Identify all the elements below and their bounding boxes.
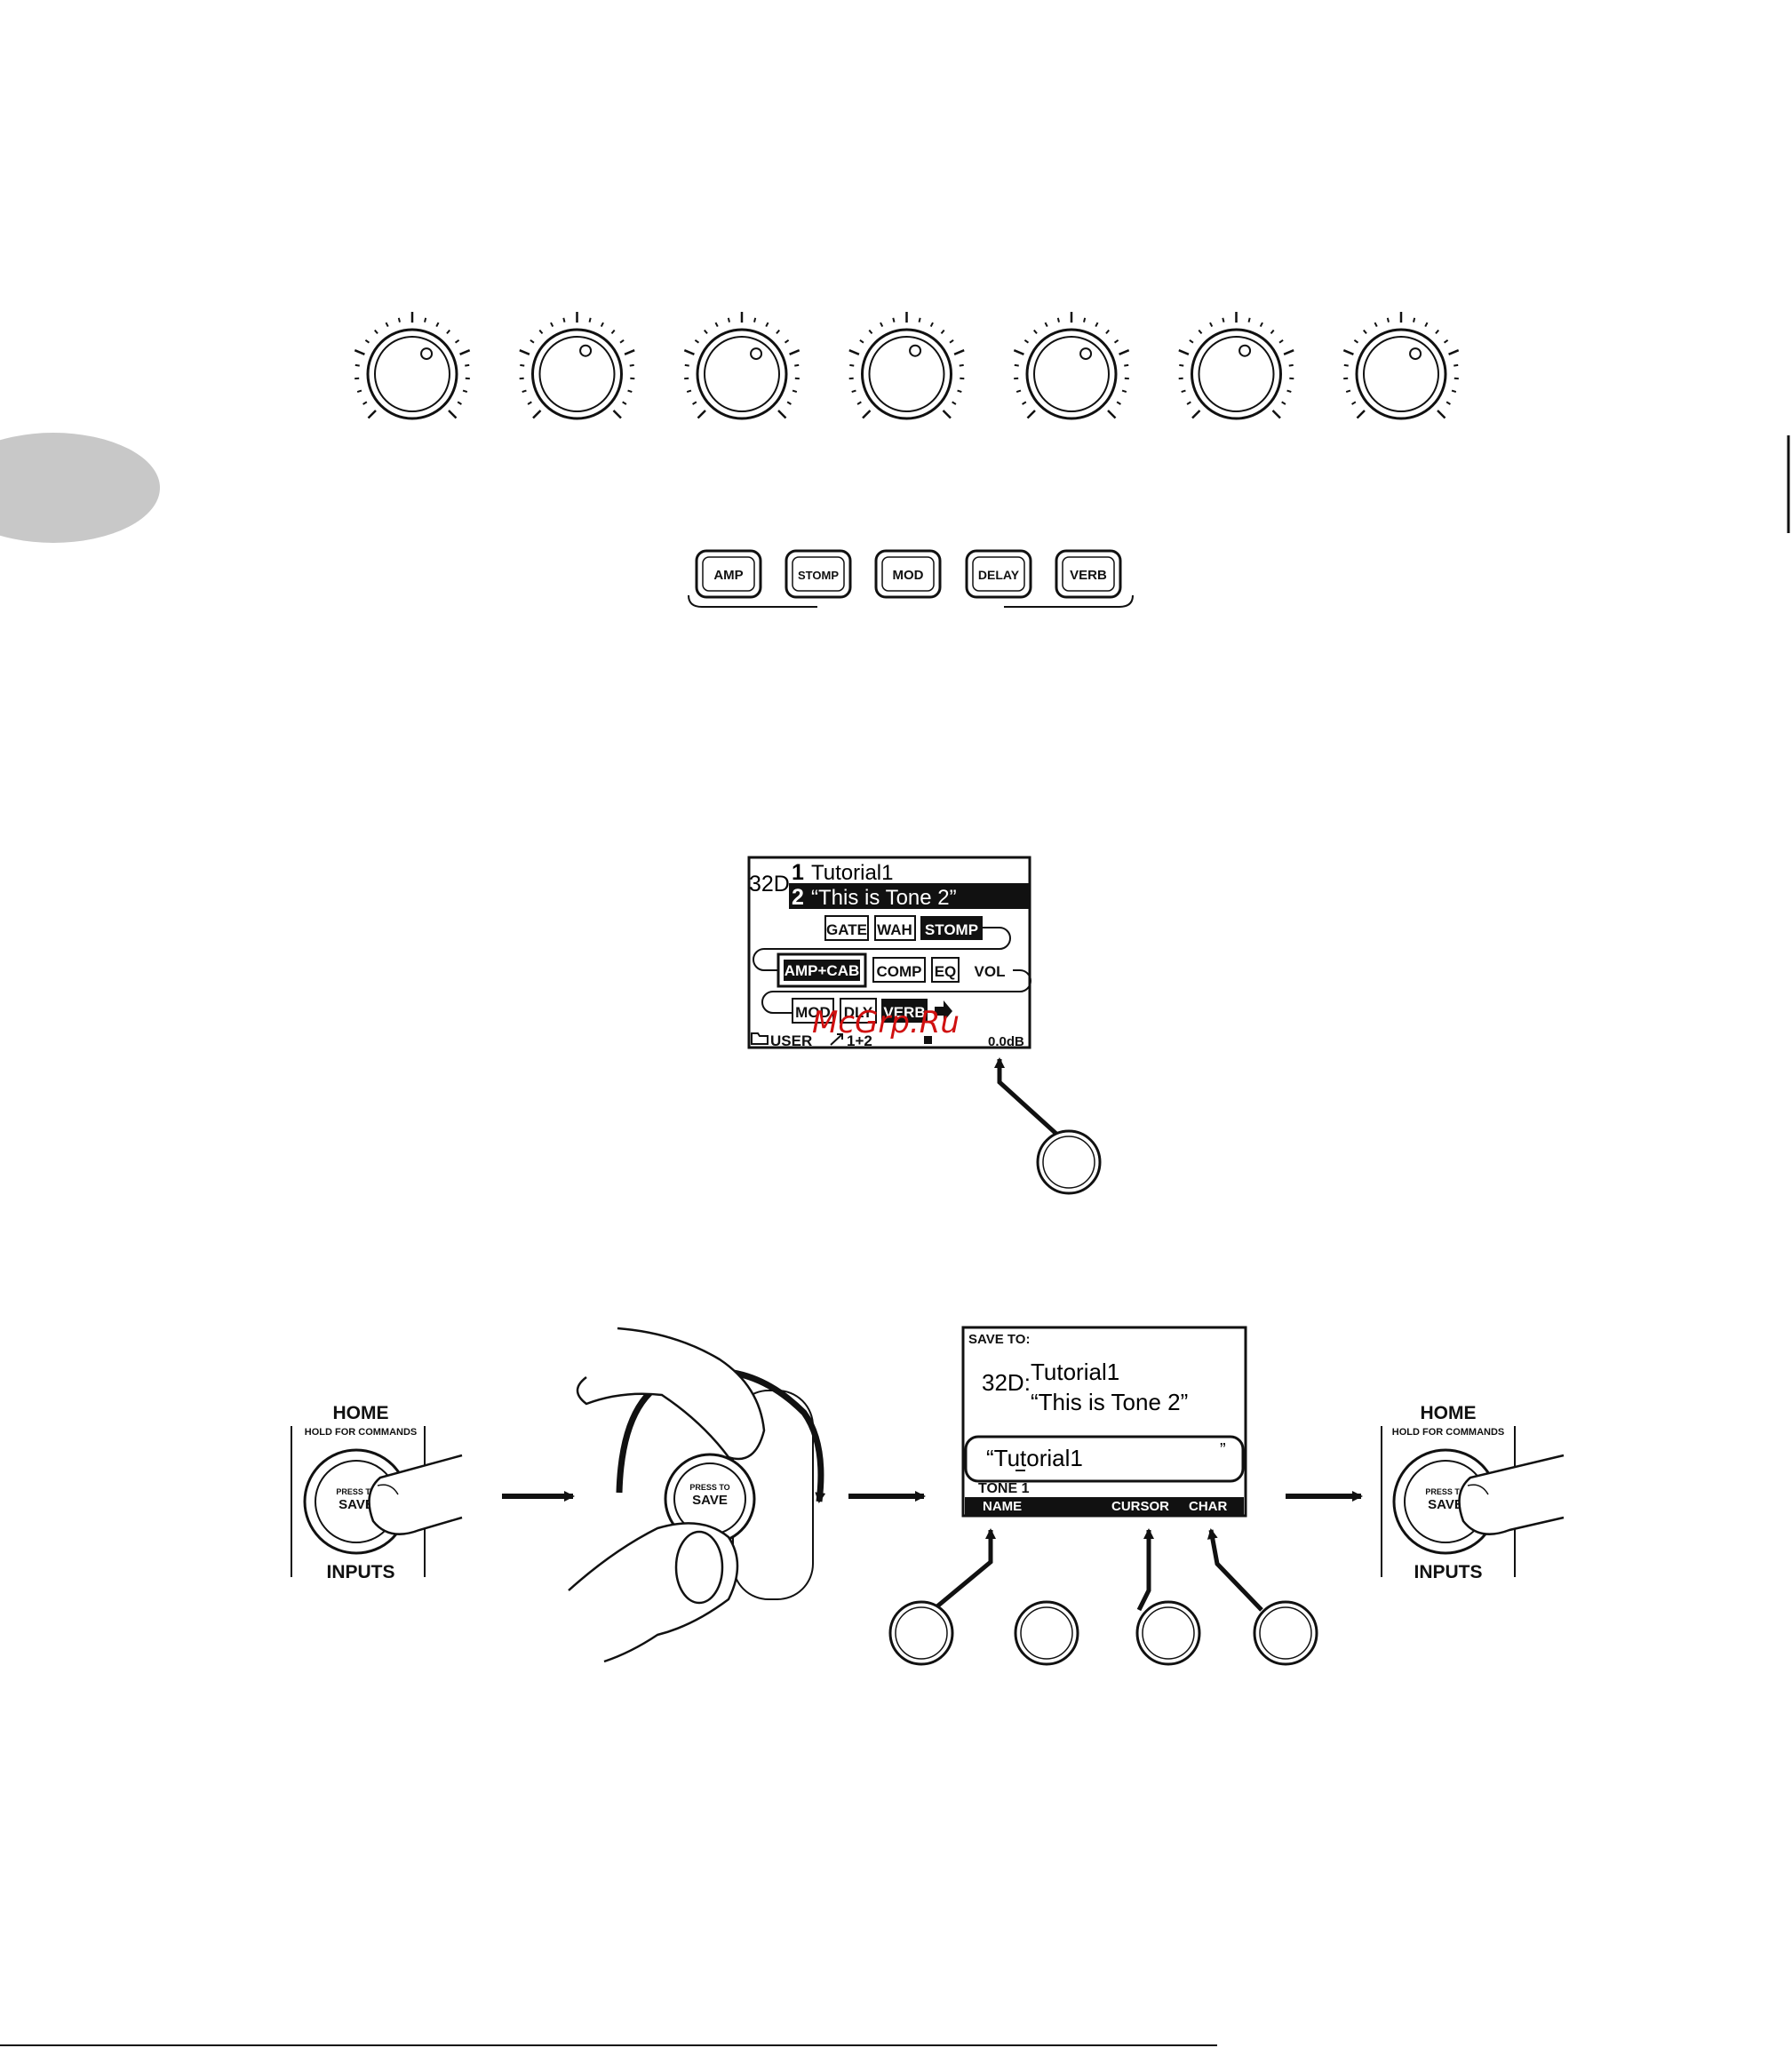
lcd-routing-label: 1+2 — [847, 1032, 872, 1049]
press-to-right: PRESS TO — [1425, 1487, 1465, 1496]
lcd-chain-arrow-icon — [935, 1000, 952, 1022]
softkey-knob-2[interactable] — [1014, 1600, 1079, 1666]
lcd-block-wah: WAH — [877, 921, 912, 938]
folder-icon — [751, 1032, 769, 1045]
pointer-knob-lcd1[interactable] — [1036, 1129, 1102, 1195]
lcd-block-mod: MOD — [795, 1004, 831, 1021]
softkey-char: CHAR — [1189, 1499, 1227, 1514]
lcd-preset-number: 32D — [749, 872, 790, 896]
stomp-button[interactable]: STOMP — [784, 549, 852, 599]
watermark: McGrp.Ru — [812, 1005, 960, 1040]
control-knob[interactable] — [1178, 312, 1294, 420]
inputs-label-left: INPUTS — [326, 1562, 394, 1582]
save-label-knob: SAVE — [692, 1493, 728, 1508]
routing-icon — [830, 1033, 843, 1046]
verb-button-label: VERB — [1070, 568, 1107, 583]
tone-label: TONE 1 — [978, 1481, 1030, 1496]
lcd-block-stomp: STOMP — [925, 921, 978, 938]
lcd-block-verb: VERB — [883, 1004, 925, 1021]
save-line1: Tutorial1 — [1031, 1359, 1119, 1385]
softkey-cursor: CURSOR — [1111, 1499, 1169, 1514]
delay-button[interactable]: DELAY — [965, 549, 1032, 599]
lcd-block-ampcab: AMP+CAB — [784, 962, 860, 979]
lcd-bank-label: USER — [770, 1032, 812, 1049]
knob-indicator-dot — [420, 347, 434, 361]
pointer-line-char — [1207, 1528, 1263, 1612]
save-preset-number: 32D: — [982, 1369, 1031, 1396]
knob-indicator-dot — [1079, 347, 1093, 361]
control-knob[interactable] — [354, 312, 471, 420]
pointer-line-cursor — [1136, 1528, 1154, 1612]
name-input-value: “Tutorial1 — [986, 1445, 1083, 1471]
save-to-title: SAVE TO: — [968, 1332, 1030, 1347]
pointer-line-name — [931, 1528, 996, 1612]
press-to-knob: PRESS TO — [689, 1483, 729, 1492]
lcd-tone2-number: 2 — [792, 885, 804, 910]
lcd-save-screen: SAVE TO: 32D: Tutorial1 “This is Tone 2”… — [961, 1326, 1247, 1518]
button-group-bracket-right — [1004, 594, 1134, 608]
knob-indicator-dot — [909, 344, 922, 357]
verb-button[interactable]: VERB — [1055, 549, 1122, 599]
lcd-output-level: 0.0dB — [988, 1034, 1024, 1049]
lcd-block-comp: COMP — [877, 963, 922, 980]
mod-button-label: MOD — [893, 568, 924, 583]
lcd-tone2-name: “This is Tone 2” — [811, 886, 957, 910]
softkey-knob-4[interactable] — [1253, 1600, 1318, 1666]
knob-row — [354, 312, 1460, 420]
button-group-bracket-left — [688, 594, 817, 608]
amp-button[interactable]: AMP — [695, 549, 762, 599]
stomp-button-label: STOMP — [798, 569, 839, 582]
pointer-line-lcd1 — [994, 1057, 1059, 1136]
knob-indicator-dot — [750, 347, 763, 361]
mod-button[interactable]: MOD — [874, 549, 942, 599]
amp-button-label: AMP — [713, 568, 743, 583]
control-knob[interactable] — [1013, 312, 1130, 420]
lcd-tone1-number: 1 — [792, 860, 804, 885]
home-save-panel-left: HOME HOLD FOR COMMANDS PRESS TO SAVE INP… — [291, 1403, 463, 1582]
knob-indicator-dot — [1409, 347, 1422, 361]
save-label-right: SAVE — [1428, 1497, 1463, 1512]
effect-button-row: AMP STOMP MOD DELAY VERB — [688, 549, 1134, 608]
save-line2: “This is Tone 2” — [1031, 1389, 1188, 1415]
home-label-right: HOME — [1421, 1403, 1477, 1423]
lcd-small-block-icon — [924, 1036, 932, 1044]
finger-press-left — [368, 1454, 463, 1535]
name-input-close-quote: ” — [1220, 1440, 1226, 1460]
knob-indicator-dot — [1238, 344, 1252, 357]
lcd-home-screen: 32D 1 Tutorial1 2 “This is Tone 2” GATE … — [747, 856, 1031, 1049]
lcd-block-eq: EQ — [935, 963, 957, 980]
control-knob[interactable] — [848, 312, 965, 420]
lcd-block-vol: VOL — [975, 963, 1006, 980]
turn-knob-illustration: PRESS TO SAVE — [568, 1327, 826, 1663]
inputs-label-right: INPUTS — [1414, 1562, 1482, 1582]
control-knob[interactable] — [1342, 312, 1460, 420]
control-knob[interactable] — [519, 312, 635, 420]
lcd-block-dly: DLY — [844, 1004, 873, 1021]
delay-button-label: DELAY — [978, 568, 1020, 582]
hold-for-commands-left: HOLD FOR COMMANDS — [305, 1427, 418, 1438]
lcd-block-gate: GATE — [826, 921, 867, 938]
control-knob[interactable] — [683, 312, 800, 420]
finger-press-right — [1458, 1454, 1565, 1535]
softkey-name: NAME — [983, 1499, 1022, 1514]
save-label-left: SAVE — [338, 1497, 374, 1512]
press-to-left: PRESS TO — [336, 1487, 376, 1496]
page-tab-marker — [0, 433, 160, 543]
lcd-tone1-name: Tutorial1 — [811, 861, 893, 885]
knob-indicator-dot — [579, 344, 593, 357]
name-input-field[interactable] — [964, 1435, 1245, 1483]
hold-for-commands-right: HOLD FOR COMMANDS — [1392, 1427, 1505, 1438]
softkey-knob-3[interactable] — [1135, 1600, 1201, 1666]
home-label-left: HOME — [333, 1403, 389, 1423]
softkey-knob-1[interactable] — [888, 1600, 954, 1666]
home-save-panel-right: HOME HOLD FOR COMMANDS PRESS TO SAVE INP… — [1381, 1403, 1565, 1582]
